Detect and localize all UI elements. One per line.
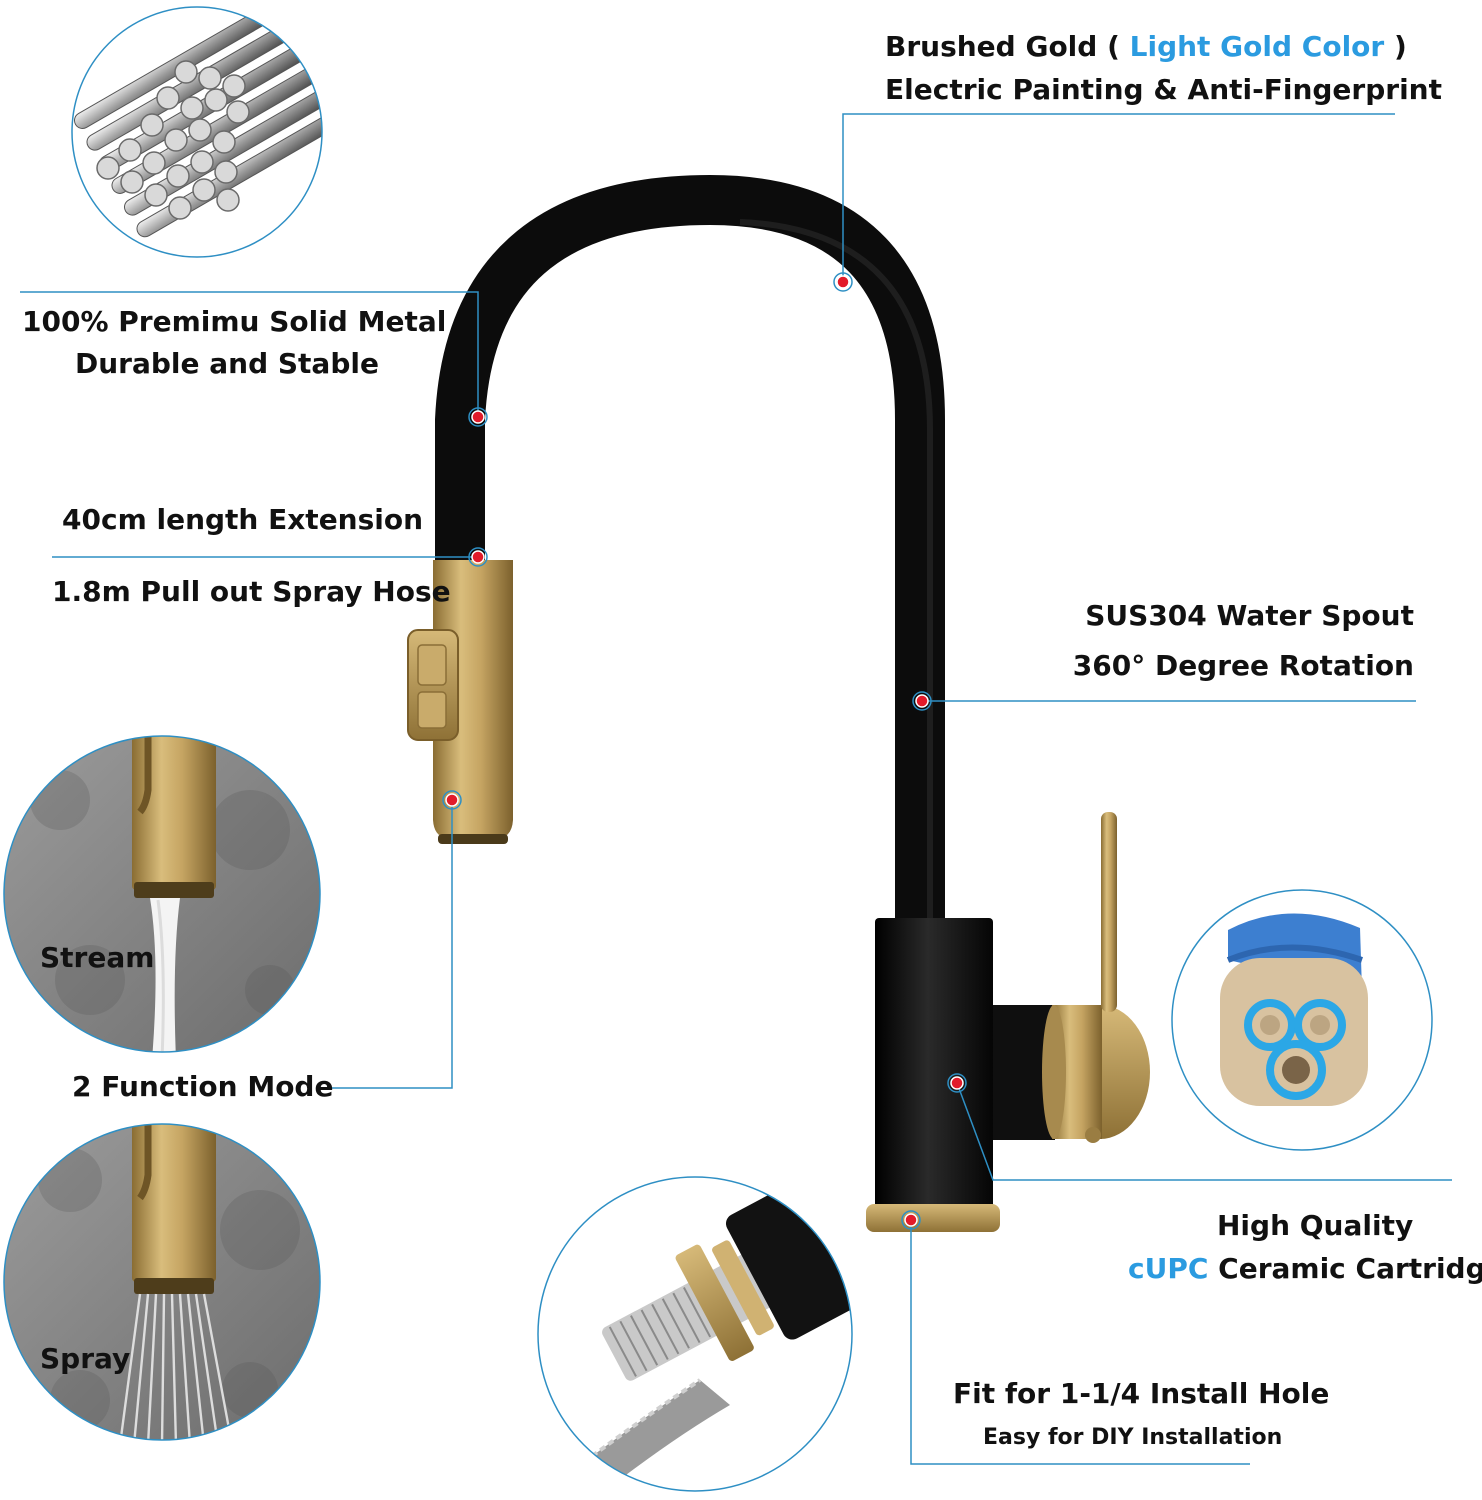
ceramic-cartridge-photo <box>1172 890 1432 1150</box>
extension-callout-line1: 40cm length Extension <box>62 503 424 536</box>
kitchen-faucet-photo <box>407 174 1150 1232</box>
spray-mode-photo <box>4 1124 320 1440</box>
install-callout-line2: Easy for DIY Installation <box>983 1425 1283 1450</box>
spout-callout-line1: SUS304 Water Spout <box>1085 599 1414 632</box>
metal-callout-line2: Durable and Stable <box>75 347 379 380</box>
spout-callout-line2: 360° Degree Rotation <box>1072 649 1414 682</box>
spray-label: Spray <box>40 1342 131 1375</box>
function-mode-label: 2 Function Mode <box>72 1070 334 1103</box>
metal-rods-photo <box>72 7 322 257</box>
stream-label: Stream <box>40 941 155 974</box>
cupc-highlight: cUPC <box>1128 1252 1209 1285</box>
finish-callout-line2: Electric Painting & Anti-Fingerprint <box>885 73 1442 106</box>
cartridge-rest: Ceramic Cartridge <box>1218 1252 1482 1285</box>
install-callout-line1: Fit for 1-1/4 Install Hole <box>953 1377 1330 1410</box>
leader-lines <box>20 113 1452 1465</box>
finish-callout-line1: Brushed Gold ( Light Gold Color ) <box>885 33 1407 61</box>
finish-suffix: ) <box>1393 30 1407 63</box>
cartridge-callout-line2: cUPC Ceramic Cartridge <box>1128 1255 1482 1283</box>
marker-dots <box>445 275 964 1227</box>
finish-prefix: Brushed Gold ( <box>885 30 1120 63</box>
finish-highlight: Light Gold Color <box>1129 30 1385 63</box>
stream-mode-photo <box>4 736 320 1052</box>
mounting-base-photo <box>538 1177 852 1491</box>
cartridge-callout-line1: High Quality <box>1217 1209 1414 1242</box>
metal-callout-line1: 100% Premimu Solid Metal <box>22 305 447 338</box>
extension-callout-line2: 1.8m Pull out Spray Hose <box>52 575 451 608</box>
